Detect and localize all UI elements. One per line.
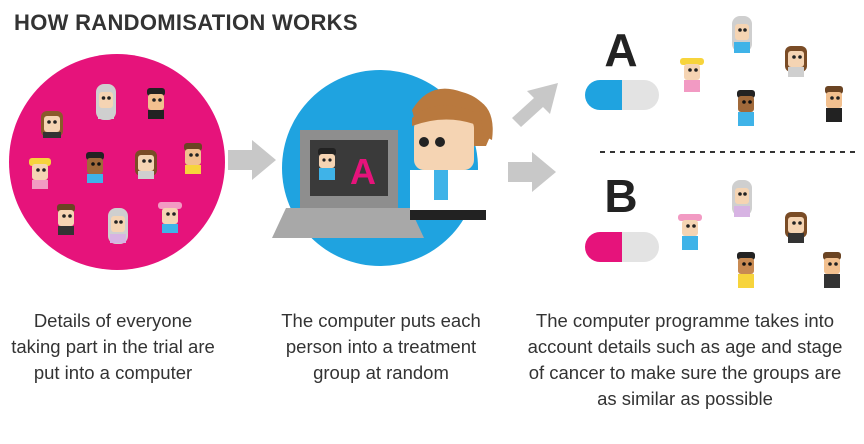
group-a-label: A — [604, 24, 637, 76]
person-icon — [737, 90, 755, 126]
diagram-title: HOW RANDOMISATION WORKS — [14, 10, 358, 35]
caption-step-2: The computer puts each person into a tre… — [281, 310, 481, 383]
person-icon — [732, 180, 752, 217]
computer-allocation: A — [272, 70, 493, 266]
person-icon — [184, 143, 202, 174]
participant-pool — [9, 54, 225, 270]
person-icon — [737, 252, 755, 288]
person-icon — [680, 58, 704, 92]
group-b: B — [585, 170, 841, 288]
person-icon — [825, 86, 843, 122]
person-icon — [785, 212, 807, 243]
arrow-up-right-icon — [512, 83, 558, 127]
screen-group-label: A — [350, 151, 376, 192]
capsule-icon — [585, 232, 659, 262]
caption-step-3: The computer programme takes into accoun… — [527, 310, 843, 409]
person-icon — [785, 46, 807, 77]
person-icon — [147, 88, 165, 119]
group-b-label: B — [604, 170, 637, 222]
researcher-icon — [410, 88, 493, 220]
person-icon — [86, 152, 104, 183]
group-a: A — [585, 16, 843, 126]
person-icon — [678, 214, 702, 250]
person-icon — [823, 252, 841, 288]
caption-step-1: Details of everyone taking part in the t… — [11, 310, 215, 383]
laptop-icon — [272, 130, 424, 238]
arrow-right-icon — [508, 152, 556, 192]
person-icon — [158, 202, 182, 233]
person-icon — [732, 16, 752, 53]
person-icon — [96, 84, 116, 120]
arrow-right-icon — [228, 140, 276, 180]
person-icon — [41, 111, 63, 138]
capsule-icon — [585, 80, 659, 110]
person-icon — [135, 150, 157, 179]
person-icon — [57, 204, 75, 235]
person-icon — [29, 158, 51, 189]
person-icon — [108, 208, 128, 244]
